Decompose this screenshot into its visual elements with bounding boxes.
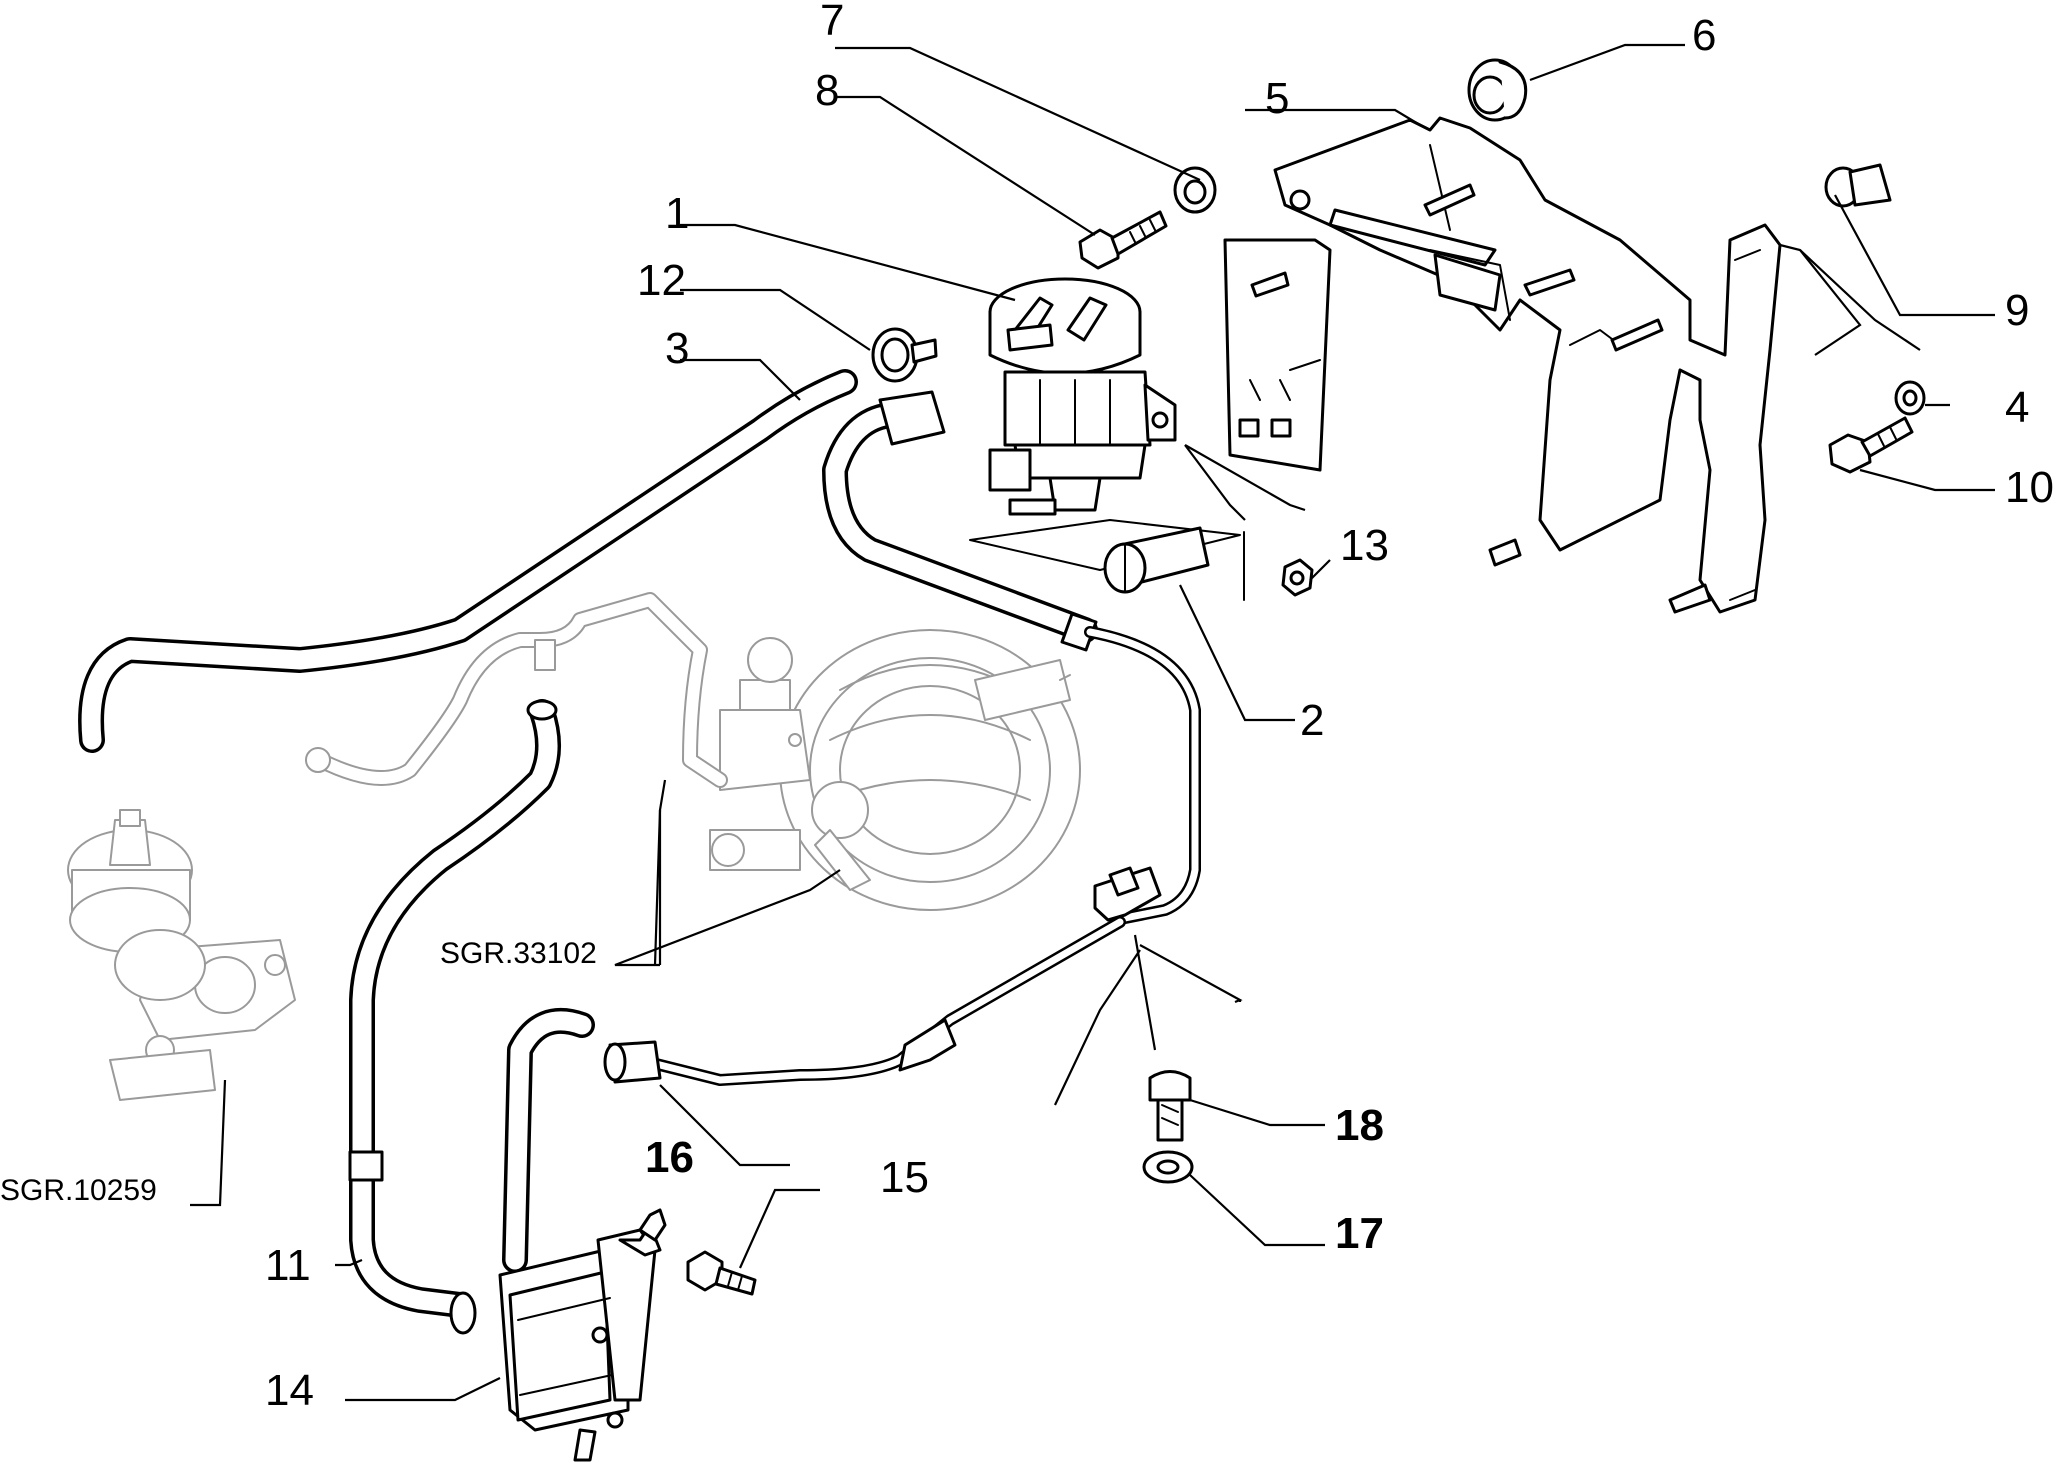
- cap-9: [1824, 163, 1892, 208]
- callout-16: 16: [645, 1133, 694, 1182]
- hose-upper-to-valve: [822, 390, 1098, 652]
- callout-6: 6: [1692, 11, 1716, 60]
- bolt-10: [1828, 416, 1914, 474]
- bracket-5: [1223, 116, 1782, 614]
- hose-11: [348, 699, 562, 1335]
- vacuum-valve-1: [969, 277, 1241, 571]
- callout-15: 15: [880, 1153, 929, 1202]
- washer-7: [1173, 166, 1217, 214]
- callout-9: 9: [2005, 286, 2029, 335]
- hose-14-inlet: [502, 1007, 595, 1273]
- filter-canister-14: [498, 1208, 667, 1462]
- brake-booster-reference: [305, 592, 1081, 911]
- callout-13: 13: [1340, 521, 1389, 570]
- pipe-bracket: [1093, 866, 1162, 922]
- callout-5: 5: [1265, 74, 1289, 123]
- callout-7: 7: [820, 0, 844, 45]
- nut-13: [1281, 558, 1314, 597]
- reference-brake-booster: SGR.33102: [440, 937, 597, 970]
- callout-10: 10: [2005, 463, 2054, 512]
- callout-1: 1: [665, 189, 689, 238]
- hose-clamp-12: [871, 327, 938, 383]
- pipe-to-bracket: [1084, 626, 1201, 926]
- leader-lines: [190, 43, 1995, 1402]
- bolt-15: [686, 1250, 757, 1296]
- callout-2: 2: [1300, 696, 1324, 745]
- callout-4: 4: [2005, 383, 2029, 432]
- egr-valve-reference: [67, 809, 296, 1101]
- callout-14: 14: [265, 1366, 314, 1415]
- callout-3: 3: [665, 324, 689, 373]
- callout-17: 17: [1335, 1209, 1384, 1258]
- washer-4: [1894, 380, 1926, 416]
- washer-17: [1142, 1150, 1194, 1184]
- callout-8: 8: [815, 66, 839, 115]
- bolt-2: [1103, 526, 1245, 601]
- callout-18: 18: [1335, 1101, 1384, 1150]
- callout-12: 12: [637, 256, 686, 305]
- bolt-18: [1148, 1070, 1192, 1142]
- pipe-16: [603, 916, 1126, 1086]
- callout-11: 11: [265, 1241, 311, 1290]
- reference-egr-valve: SGR.10259: [0, 1174, 157, 1207]
- bolt-8: [1078, 210, 1168, 270]
- grommet-6: [1467, 58, 1528, 122]
- hose-3: [78, 369, 858, 753]
